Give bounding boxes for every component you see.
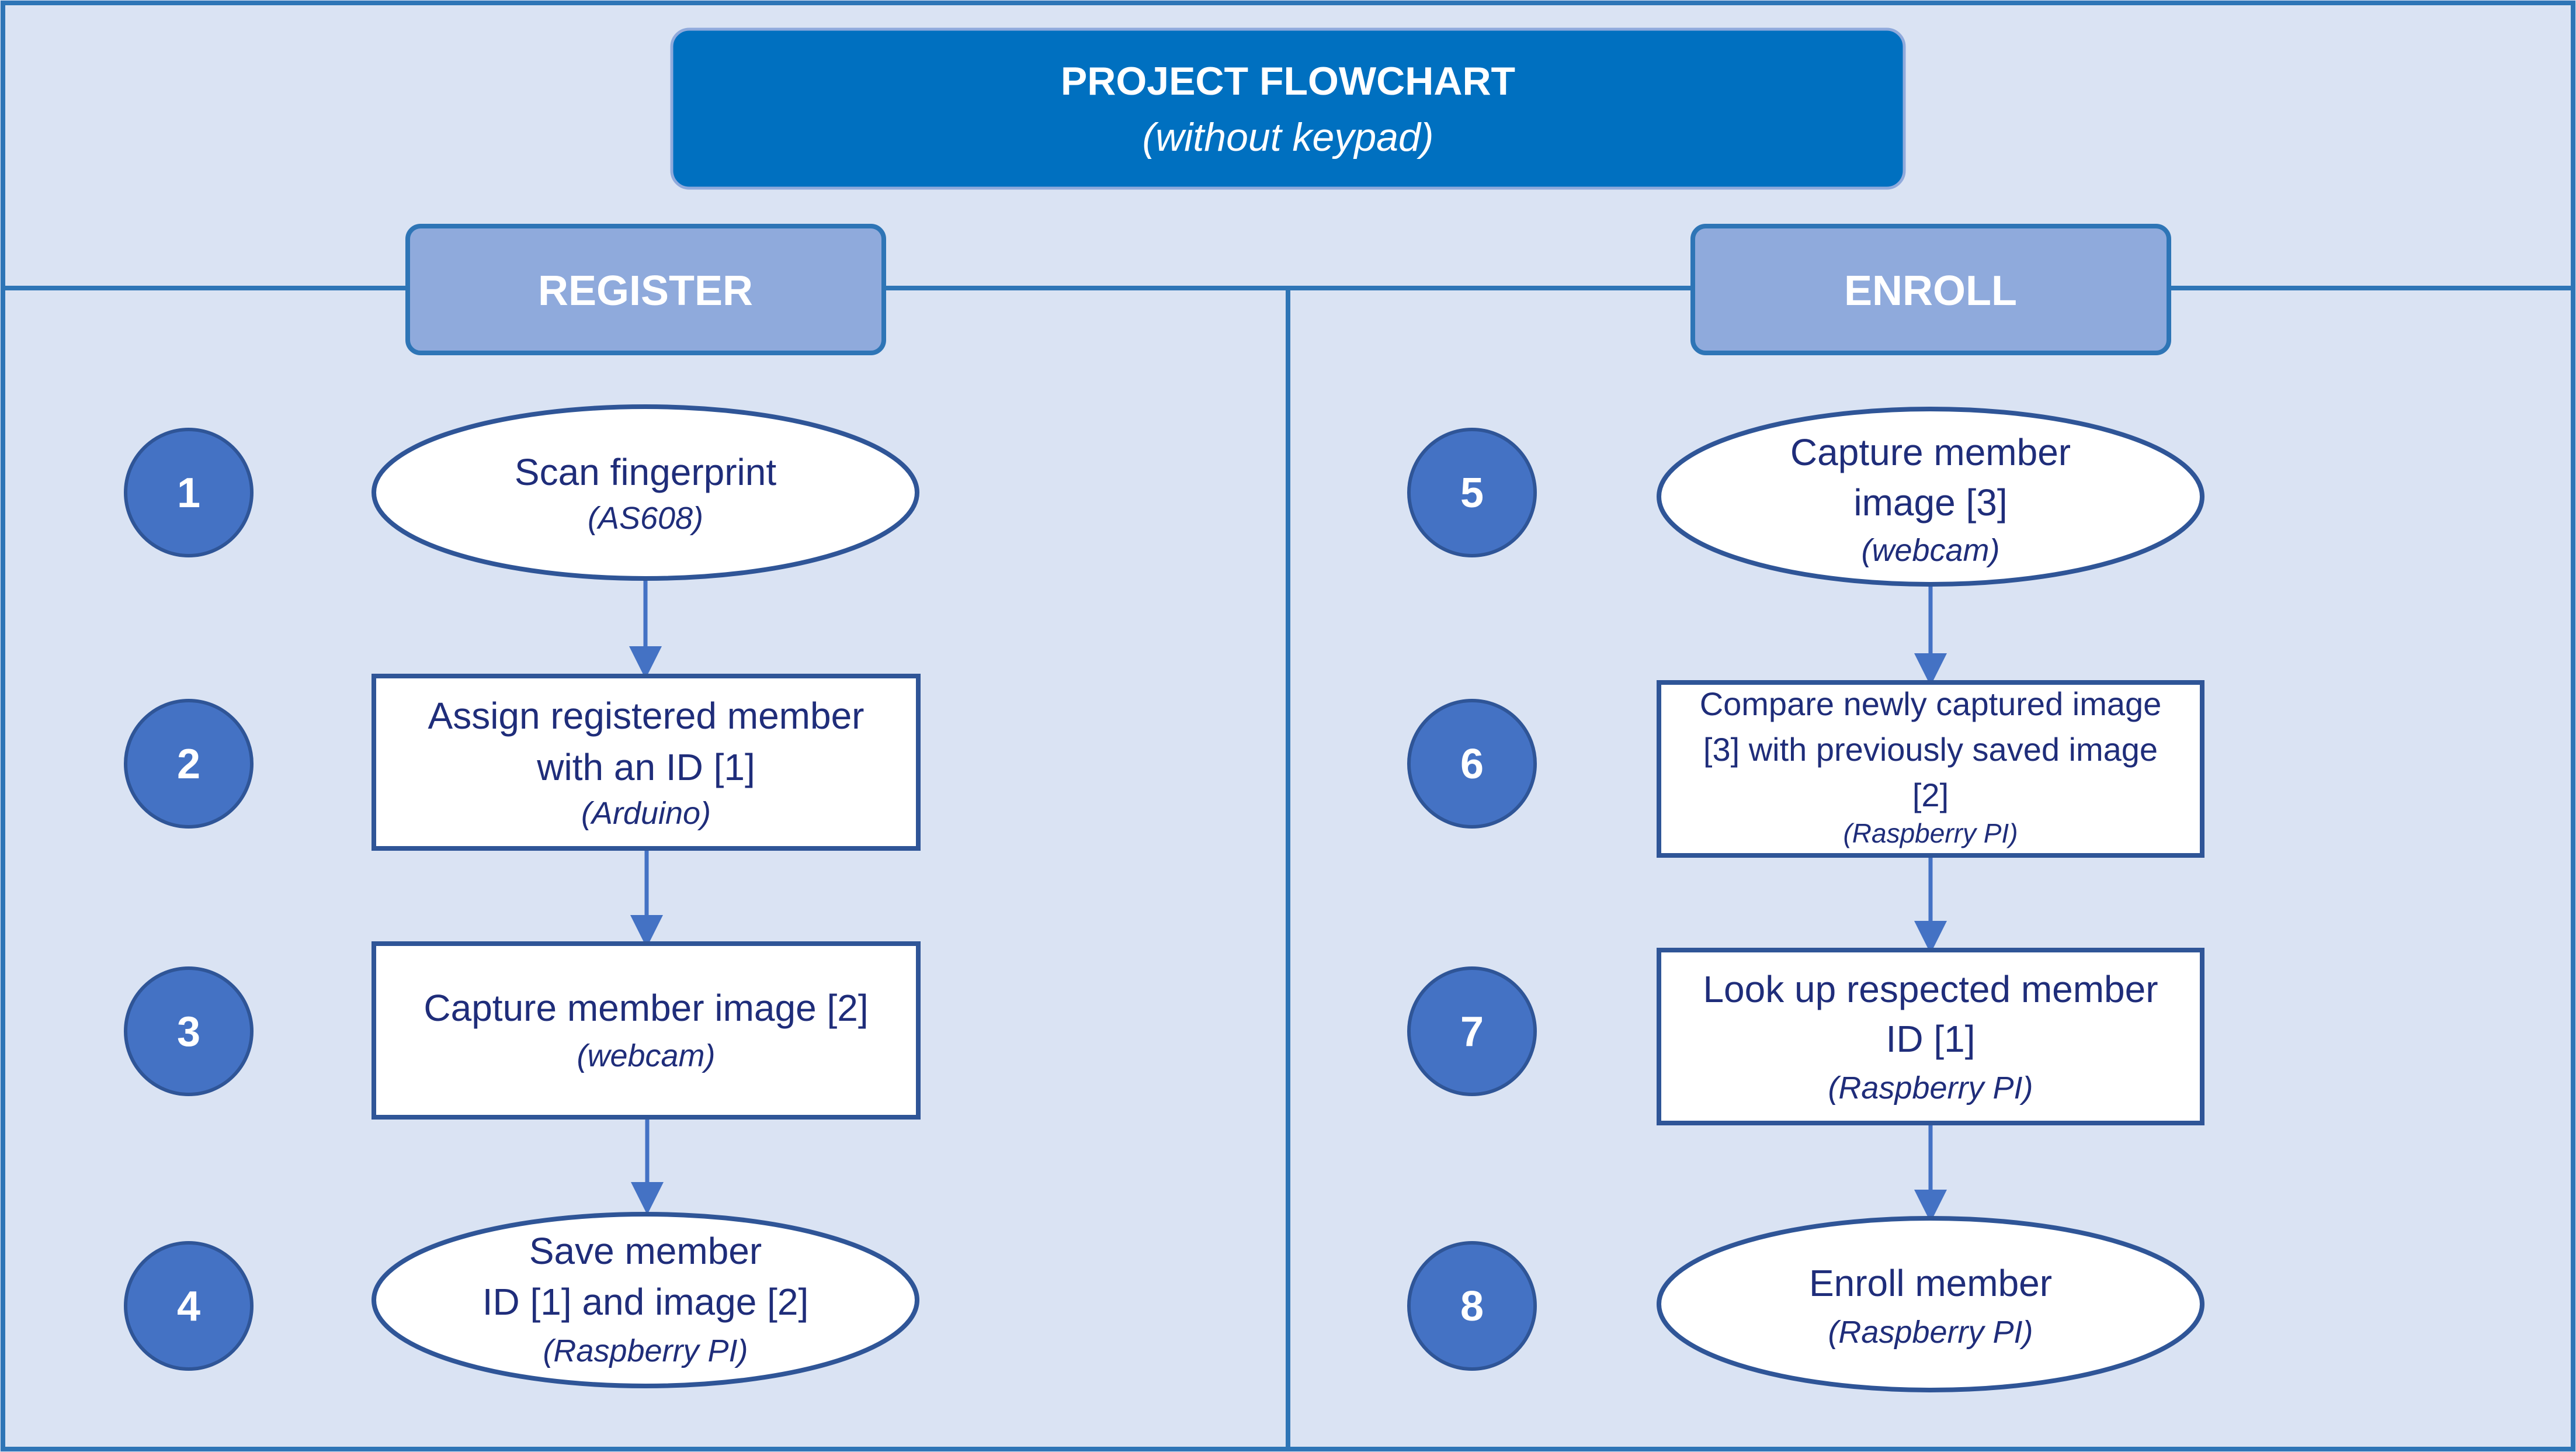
step-badge	[1407, 428, 1537, 557]
step-number: 4	[177, 1283, 200, 1330]
register-section-header: REGISTER	[405, 224, 886, 355]
step-text-line: Capture member image [2]	[423, 987, 868, 1029]
step-device: (webcam)	[577, 1038, 715, 1073]
step-5: 5 Capture member image [3] (webcam)	[1407, 407, 2204, 587]
step-text-line: ID [1]	[1886, 1018, 1976, 1060]
step-device: (webcam)	[1861, 533, 1999, 568]
step-device: (Raspberry PI)	[543, 1333, 748, 1368]
step-node-box	[1657, 948, 2204, 1125]
step-number: 6	[1460, 741, 1484, 788]
step-text-line: [2]	[1912, 777, 1949, 813]
step-node-box	[1657, 680, 2204, 858]
step-device: (Arduino)	[581, 796, 711, 831]
step-device: (Raspberry PI)	[1843, 818, 2018, 848]
step-number: 5	[1460, 470, 1484, 517]
step-1: 1 Scan fingerprint (AS608)	[124, 404, 919, 581]
step-text-line: with an ID [1]	[536, 746, 755, 788]
step-text-line: [3] with previously saved image	[1703, 731, 2158, 768]
step-text-line: ID [1] and image [2]	[482, 1281, 809, 1323]
step-node-box	[372, 941, 921, 1120]
step-badge	[1407, 699, 1537, 829]
step-badge	[124, 966, 254, 1096]
step-number: 8	[1460, 1283, 1484, 1330]
step-text-line: Scan fingerprint	[515, 451, 776, 493]
step-6: 6 Compare newly captured image [3] with …	[1407, 680, 2204, 858]
step-node-box	[372, 674, 921, 851]
step-device: (Raspberry PI)	[1828, 1070, 2033, 1106]
step-badge	[1407, 1241, 1537, 1371]
step-text-line: Compare newly captured image	[1700, 685, 2162, 722]
header-box: PROJECT FLOWCHART (without keypad)	[670, 27, 1906, 190]
enroll-section-label: ENROLL	[1844, 268, 2017, 314]
step-text-line: image [3]	[1853, 481, 2007, 524]
register-section-label: REGISTER	[538, 268, 753, 314]
step-text-line: Capture member	[1790, 431, 2071, 473]
enroll-section-header: ENROLL	[1690, 224, 2171, 355]
header-subtitle: (without keypad)	[1143, 115, 1434, 160]
step-2: 2 Assign registered member with an ID [1…	[124, 674, 921, 851]
step-node-ellipse	[1657, 1216, 2204, 1392]
step-badge	[124, 428, 254, 557]
step-badge	[1407, 966, 1537, 1096]
step-text-line: Look up respected member	[1703, 968, 2158, 1010]
step-text-line: Enroll member	[1809, 1262, 2052, 1304]
step-node-ellipse	[372, 1212, 919, 1388]
step-number: 1	[177, 470, 200, 517]
step-badge	[124, 699, 254, 829]
step-text-line: Save member	[529, 1230, 762, 1272]
step-number: 3	[177, 1009, 200, 1055]
step-number: 2	[177, 741, 200, 788]
step-4: 4 Save member ID [1] and image [2] (Rasp…	[124, 1212, 919, 1388]
step-3: 3 Capture member image [2] (webcam)	[124, 941, 921, 1120]
step-7: 7 Look up respected member ID [1] (Raspb…	[1407, 948, 2204, 1125]
header-title: PROJECT FLOWCHART	[1061, 59, 1515, 103]
step-text-line: Assign registered member	[428, 695, 865, 737]
step-number: 7	[1460, 1009, 1484, 1055]
step-device: (Raspberry PI)	[1828, 1315, 2033, 1350]
step-node-ellipse	[1657, 407, 2204, 587]
step-node-ellipse	[372, 404, 919, 581]
step-8: 8 Enroll member (Raspberry PI)	[1407, 1216, 2204, 1392]
step-device: (AS608)	[588, 501, 703, 536]
step-badge	[124, 1241, 254, 1371]
